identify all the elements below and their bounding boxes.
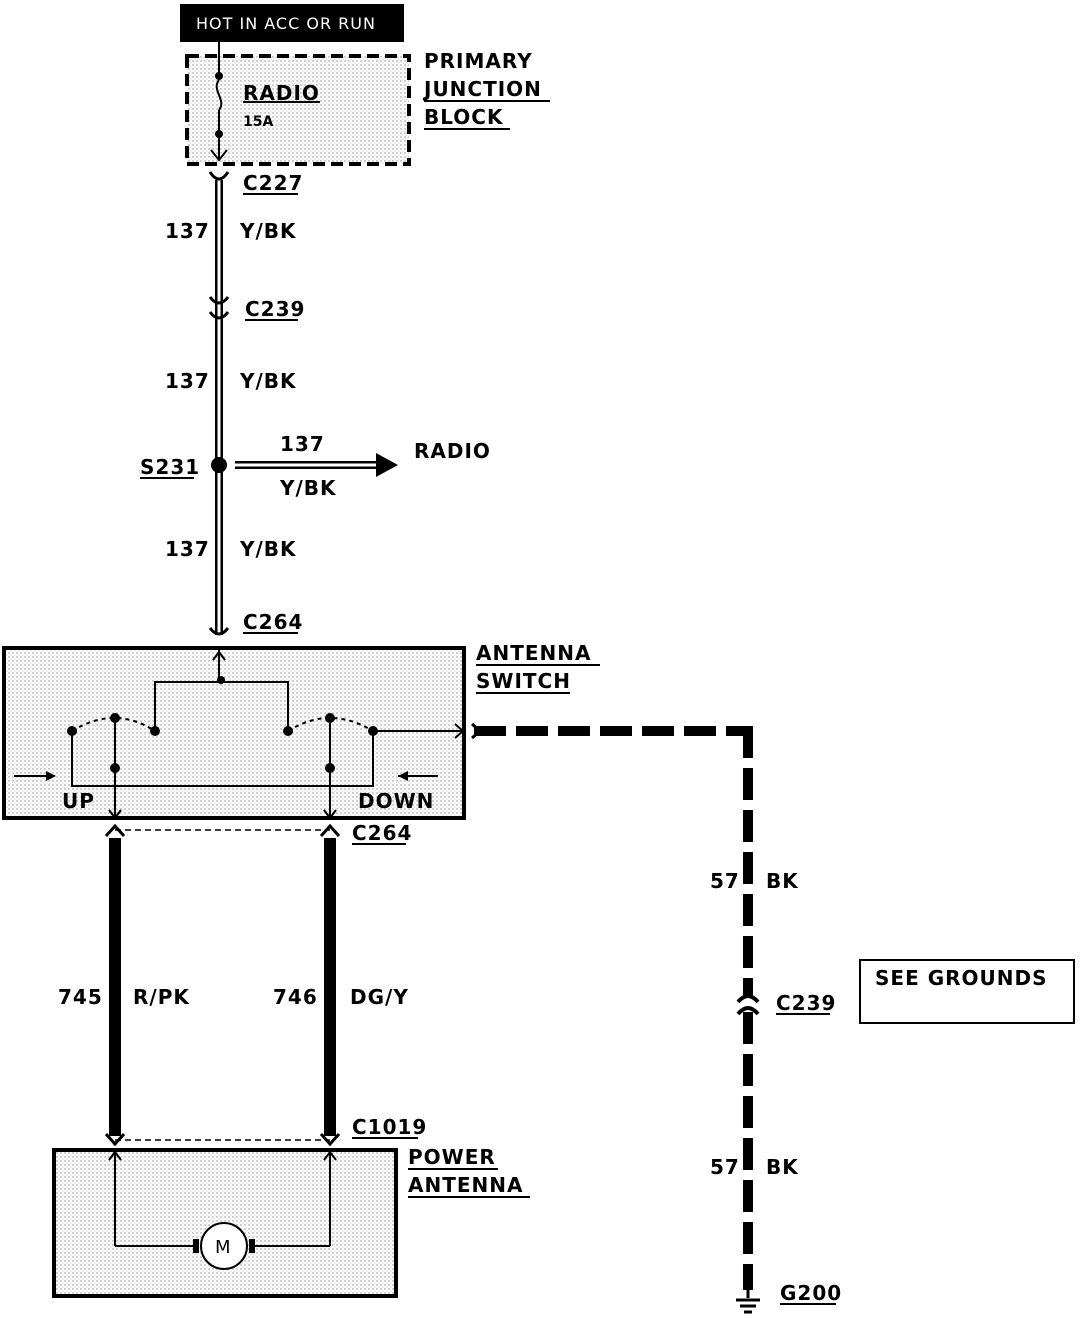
connector-c1019: C1019 bbox=[352, 1115, 427, 1139]
splice-s231-dot bbox=[211, 457, 227, 473]
antenna-name-2: ANTENNA bbox=[408, 1173, 523, 1197]
connector-c227-icon bbox=[208, 171, 230, 181]
connector-c1019-group: C1019 bbox=[104, 1115, 427, 1147]
ground-icon bbox=[736, 1288, 760, 1314]
gnd-wire-1-color: BK bbox=[766, 869, 799, 893]
switch-down-label: DOWN bbox=[358, 789, 434, 813]
wires-745-746: 745 R/PK 746 DG/Y bbox=[58, 838, 409, 1136]
connector-c264-bottom-group: C264 bbox=[104, 821, 412, 845]
jb-name-1: PRIMARY bbox=[424, 49, 533, 73]
connector-c239-icon bbox=[208, 296, 230, 305]
wire-3-number: 137 bbox=[165, 537, 210, 561]
gnd-wire-2-color: BK bbox=[766, 1155, 799, 1179]
fuse-rating: 15A bbox=[243, 114, 273, 130]
wire-745-number: 745 bbox=[58, 985, 103, 1009]
fuse-label: RADIO bbox=[243, 81, 320, 105]
ground-g200: G200 bbox=[780, 1281, 842, 1305]
fuse-icon bbox=[215, 79, 223, 111]
see-grounds-text: SEE GROUNDS bbox=[875, 966, 1048, 990]
connector-c227: C227 bbox=[243, 171, 303, 195]
wire-1-color: Y/BK bbox=[239, 219, 297, 243]
switch-up-label: UP bbox=[62, 789, 95, 813]
radio-arrow-icon bbox=[376, 453, 398, 477]
wire-746-color: DG/Y bbox=[350, 985, 409, 1009]
jb-name-2: JUNCTION bbox=[422, 77, 542, 101]
switch-name-1: ANTENNA bbox=[476, 641, 591, 665]
hot-in-text: HOT IN ACC OR RUN bbox=[196, 14, 376, 33]
wire-745-color: R/PK bbox=[133, 985, 190, 1009]
radio-destination: RADIO bbox=[414, 439, 491, 463]
wire-137: C227 137 Y/BK C239 137 Y/BK S231 137 Y/B… bbox=[140, 171, 491, 636]
primary-junction-block: RADIO 15A PRIMARY JUNCTION BLOCK bbox=[185, 42, 550, 166]
connector-c239-right: C239 bbox=[776, 991, 836, 1015]
power-antenna: M POWER ANTENNA bbox=[52, 1145, 530, 1298]
connector-c239-top: C239 bbox=[245, 297, 305, 321]
gnd-wire-1-number: 57 bbox=[710, 869, 740, 893]
gnd-wire-2-number: 57 bbox=[710, 1155, 740, 1179]
motor-icon bbox=[200, 1222, 248, 1270]
motor-label: M bbox=[215, 1237, 231, 1258]
antenna-name-1: POWER bbox=[408, 1145, 496, 1169]
connector-c239-right-icon bbox=[736, 994, 760, 1004]
antenna-switch: UP DOWN ANTENNA SWITCH bbox=[2, 641, 600, 820]
connector-c264-top: C264 bbox=[243, 610, 303, 634]
jb-name-3: BLOCK bbox=[424, 105, 504, 129]
see-grounds-box[interactable]: SEE GROUNDS bbox=[859, 959, 1075, 1024]
wire-2-color: Y/BK bbox=[239, 369, 297, 393]
wire-746-number: 746 bbox=[273, 985, 318, 1009]
hot-in-header: HOT IN ACC OR RUN bbox=[180, 4, 404, 42]
switch-name-2: SWITCH bbox=[476, 669, 571, 693]
radio-wire-number: 137 bbox=[280, 432, 325, 456]
radio-wire-color: Y/BK bbox=[279, 476, 337, 500]
wire-1-number: 137 bbox=[165, 219, 210, 243]
connector-c264-bottom: C264 bbox=[352, 821, 412, 845]
wire-3-color: Y/BK bbox=[239, 537, 297, 561]
connector-c264-top-icon bbox=[208, 627, 230, 636]
splice-s231: S231 bbox=[140, 455, 200, 479]
wire-2-number: 137 bbox=[165, 369, 210, 393]
ground-wire-57: 57 BK C239 57 BK G200 bbox=[471, 722, 842, 1314]
